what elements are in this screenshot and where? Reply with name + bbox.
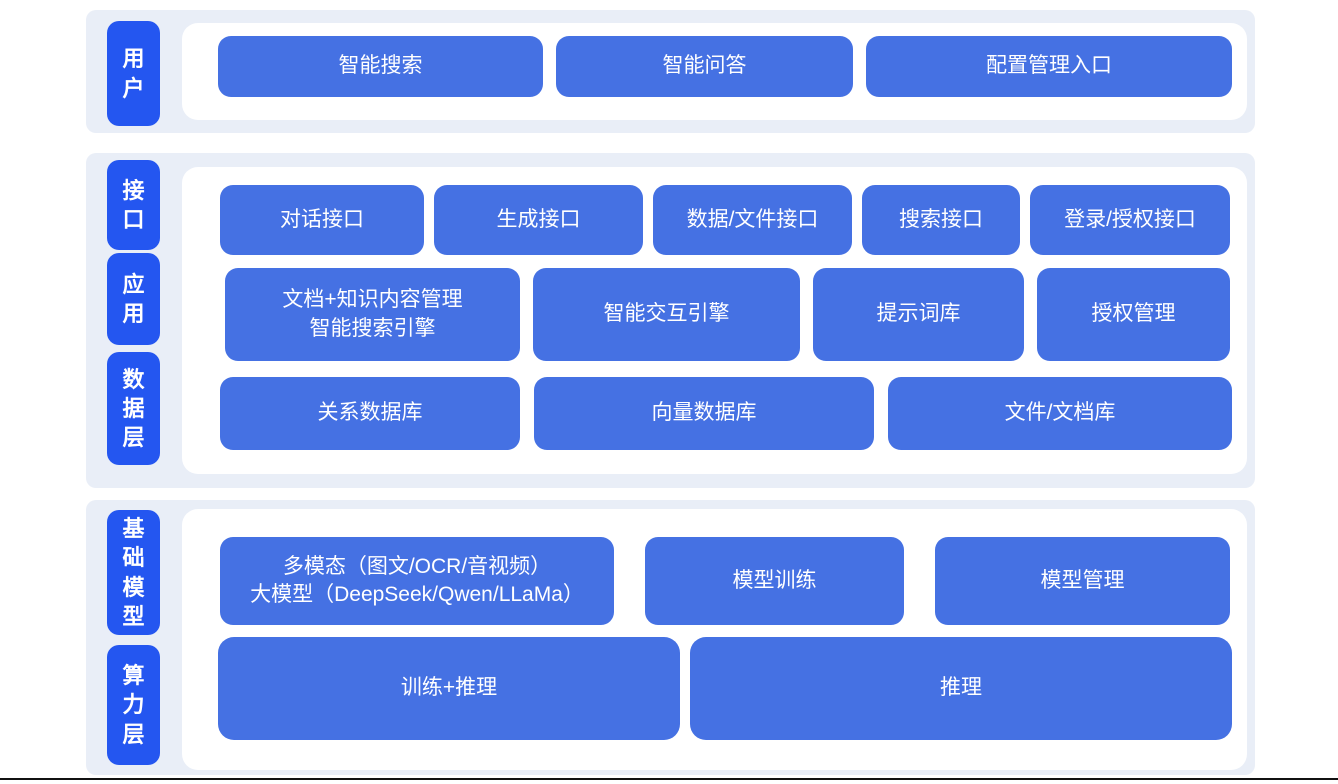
multimodal-llm-block: 多模态（图文/OCR/音视频） 大模型（DeepSeek/Qwen/LLaMa） xyxy=(220,537,614,625)
interface-application-data-section: 接口 应用 数据层 对话接口 生成接口 数据/文件接口 搜索接口 登录/授权接口… xyxy=(86,153,1255,488)
interface-application-data-container: 对话接口 生成接口 数据/文件接口 搜索接口 登录/授权接口 文档+知识内容管理… xyxy=(182,167,1247,474)
data-layer-label: 数据层 xyxy=(122,366,145,451)
foundation-model-layer-label: 基础模型 xyxy=(122,516,145,629)
compute-layer-label: 算力层 xyxy=(122,663,145,747)
smart-qa-block: 智能问答 xyxy=(556,36,853,97)
application-layer-label-pill: 应用 xyxy=(107,253,160,345)
user-layer-section: 用户 智能搜索 智能问答 配置管理入口 xyxy=(86,10,1255,133)
doc-knowledge-search-engine-block: 文档+知识内容管理 智能搜索引擎 xyxy=(225,268,520,361)
smart-search-block: 智能搜索 xyxy=(218,36,543,97)
generation-api-block: 生成接口 xyxy=(434,185,643,255)
smart-interaction-engine-block: 智能交互引擎 xyxy=(533,268,800,361)
user-layer-label: 用户 xyxy=(122,46,145,101)
application-layer-label: 应用 xyxy=(122,271,145,326)
compute-layer-label-pill: 算力层 xyxy=(107,645,160,765)
user-layer-label-pill: 用户 xyxy=(107,21,160,126)
data-layer-label-pill: 数据层 xyxy=(107,352,160,465)
dialog-api-block: 对话接口 xyxy=(220,185,424,255)
model-training-block: 模型训练 xyxy=(645,537,904,625)
model-management-block: 模型管理 xyxy=(935,537,1230,625)
training-inference-block: 训练+推理 xyxy=(218,637,680,740)
bottom-border-line xyxy=(0,778,1338,780)
foundation-model-compute-section: 基础模型 算力层 多模态（图文/OCR/音视频） 大模型（DeepSeek/Qw… xyxy=(86,500,1255,775)
foundation-model-compute-container: 多模态（图文/OCR/音视频） 大模型（DeepSeek/Qwen/LLaMa）… xyxy=(182,509,1247,770)
search-api-block: 搜索接口 xyxy=(862,185,1020,255)
auth-management-block: 授权管理 xyxy=(1037,268,1230,361)
interface-layer-label: 接口 xyxy=(122,177,145,232)
prompt-library-block: 提示词库 xyxy=(813,268,1024,361)
interface-layer-label-pill: 接口 xyxy=(107,160,160,250)
login-auth-api-block: 登录/授权接口 xyxy=(1030,185,1230,255)
file-doc-db-block: 文件/文档库 xyxy=(888,377,1232,450)
relational-db-block: 关系数据库 xyxy=(220,377,520,450)
user-layer-container: 智能搜索 智能问答 配置管理入口 xyxy=(182,23,1247,120)
foundation-model-layer-label-pill: 基础模型 xyxy=(107,510,160,635)
config-management-entry-block: 配置管理入口 xyxy=(866,36,1232,97)
data-file-api-block: 数据/文件接口 xyxy=(653,185,852,255)
inference-block: 推理 xyxy=(690,637,1232,740)
vector-db-block: 向量数据库 xyxy=(534,377,874,450)
